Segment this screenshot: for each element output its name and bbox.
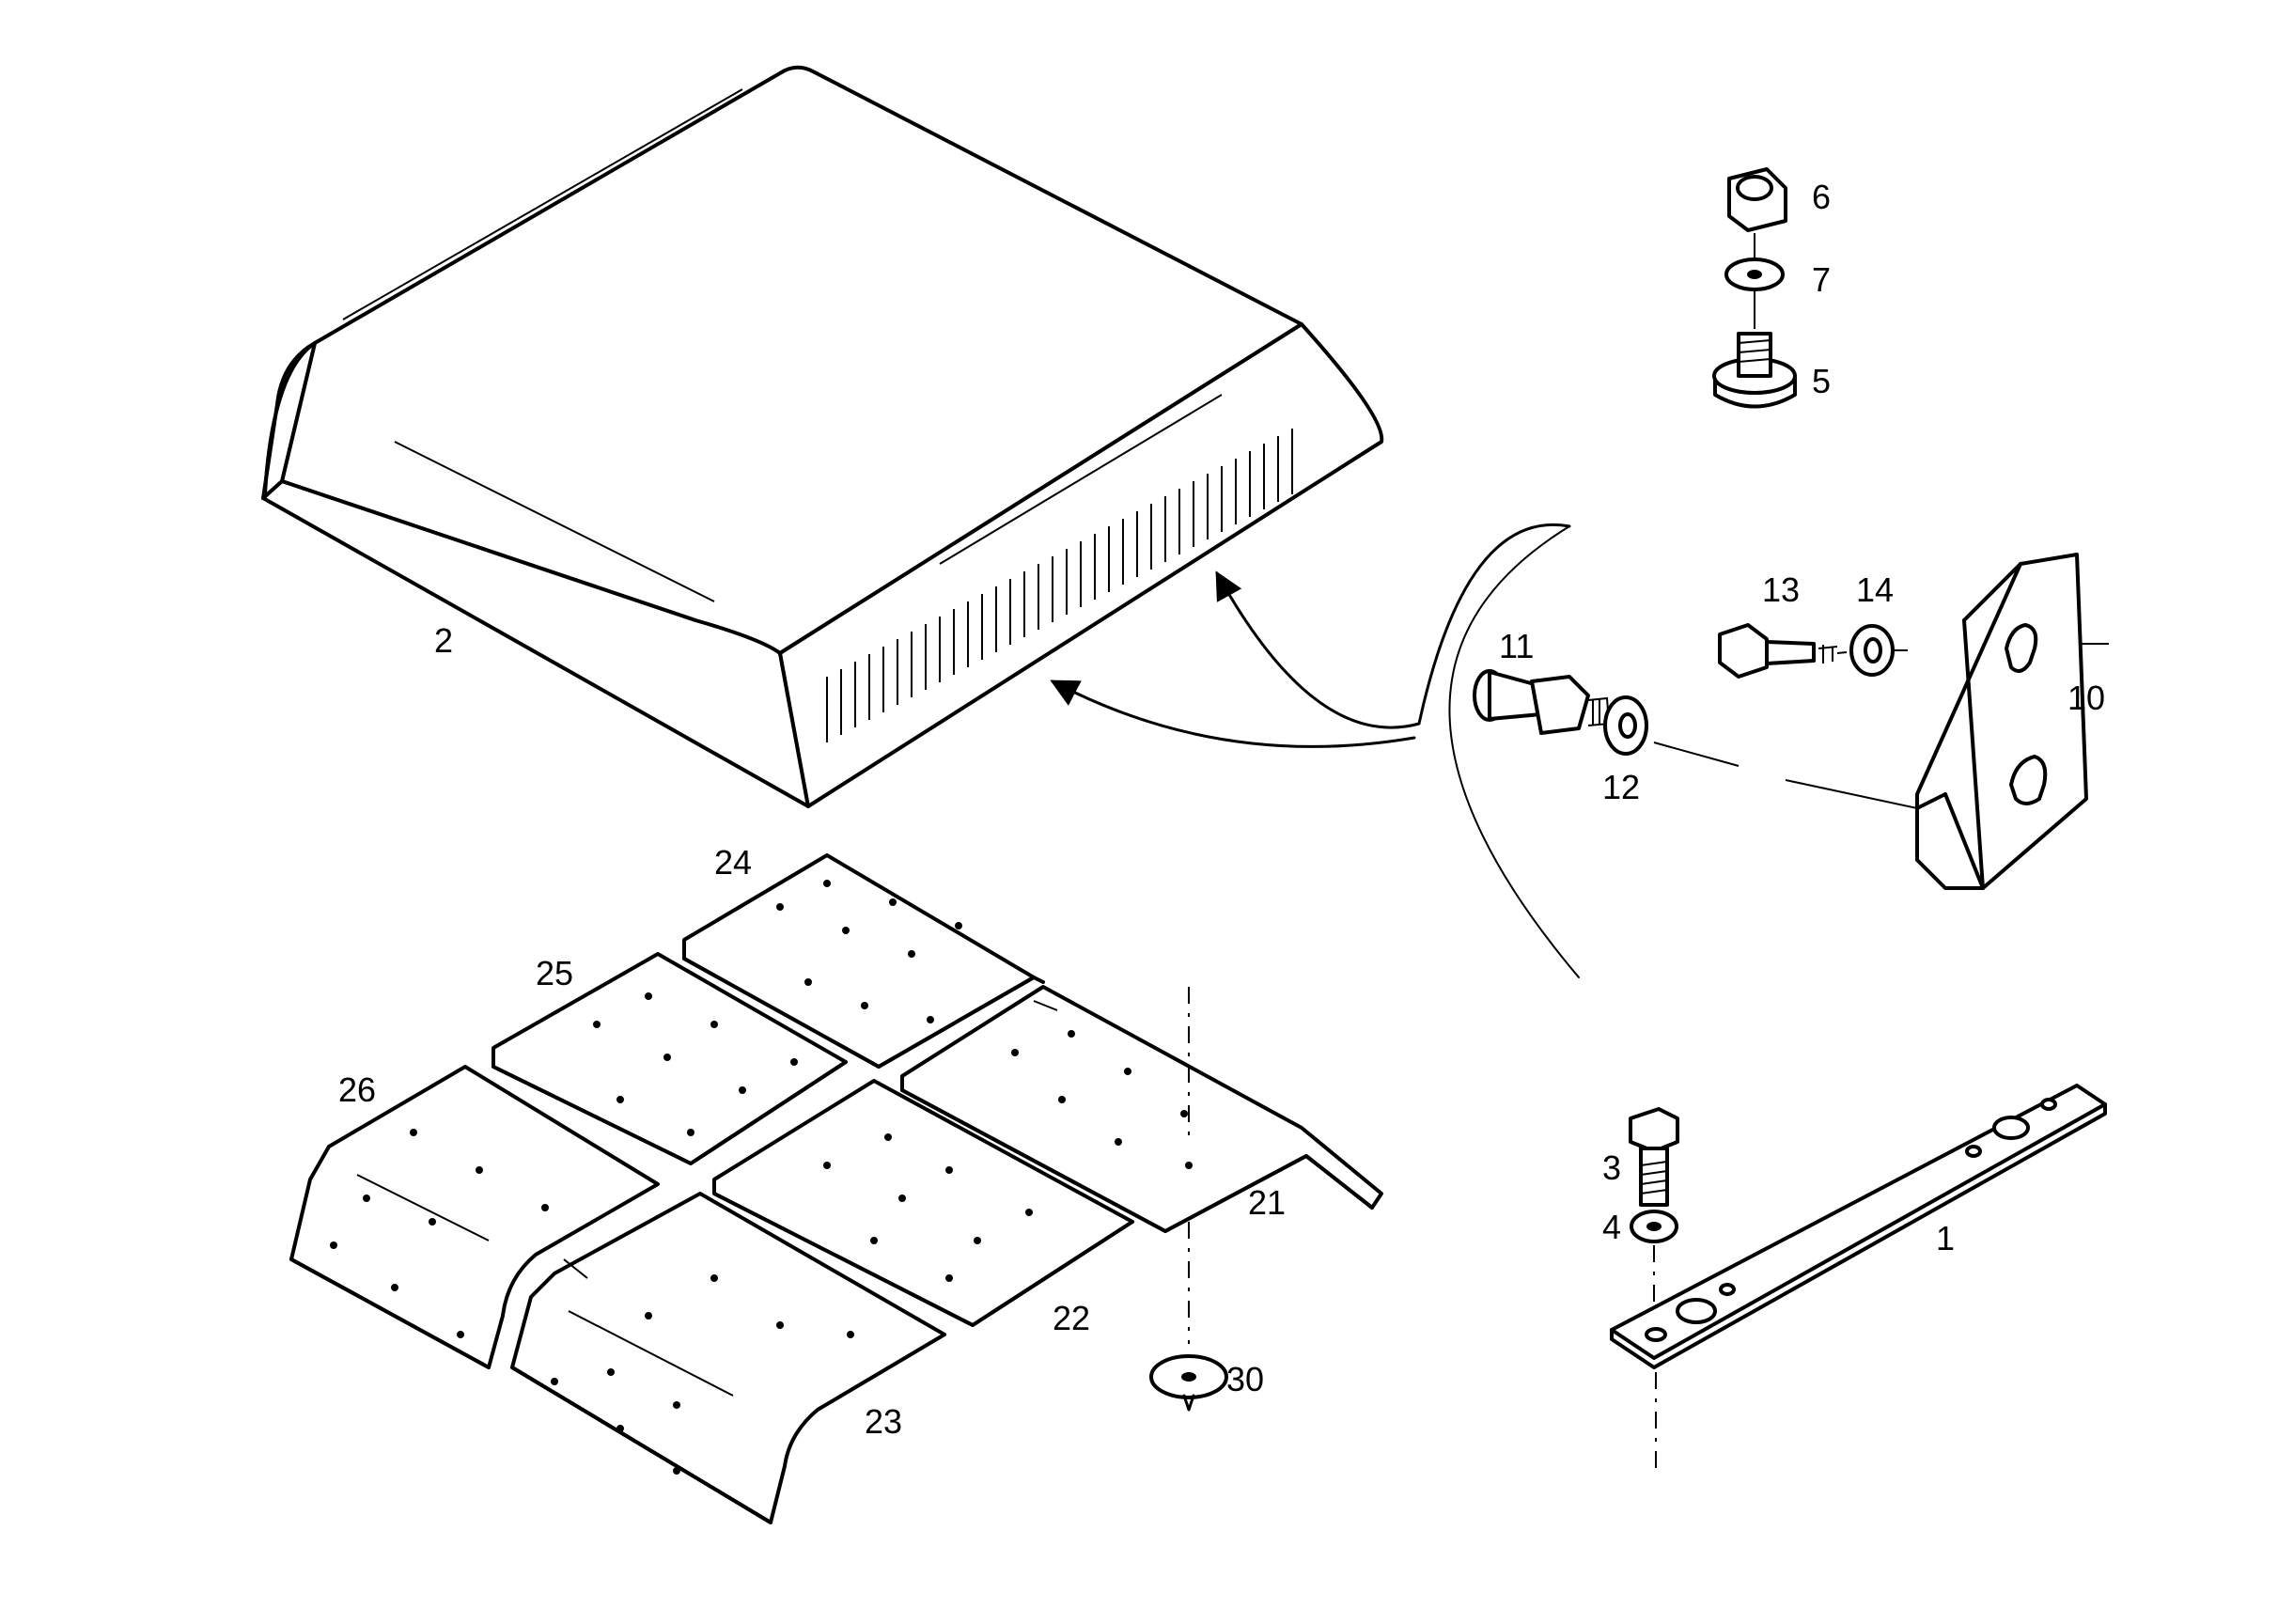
part-7-washer: 7	[1724, 258, 1831, 299]
part-12-washer: 12	[1602, 695, 1648, 806]
part-5-rubber-mount: 5	[1712, 332, 1831, 409]
label-21: 21	[1248, 1183, 1286, 1222]
label-6: 6	[1812, 178, 1831, 216]
part-3-bolt: 3	[1602, 1107, 1679, 1207]
label-26: 26	[338, 1070, 376, 1109]
label-25: 25	[536, 954, 573, 992]
vent-slots	[826, 429, 1293, 742]
part-2-cover: 2	[261, 65, 1384, 808]
label-11: 11	[1499, 627, 1534, 665]
label-2: 2	[434, 621, 453, 660]
label-23: 23	[865, 1402, 902, 1441]
label-10: 10	[2067, 679, 2105, 717]
plate-holes	[330, 880, 1193, 1475]
label-12: 12	[1602, 768, 1640, 806]
part-22-plate: 22	[712, 1079, 1134, 1337]
part-4-washer: 4	[1602, 1208, 1678, 1246]
part-24-plate: 24	[682, 843, 1045, 1069]
label-14: 14	[1856, 570, 1894, 609]
part-10-bracket: 10	[1915, 553, 2105, 890]
part-11-bolt: 11	[1473, 627, 1611, 735]
part-1-bar: 1	[1610, 1084, 2107, 1369]
part-21-plate: 21	[900, 985, 1383, 1233]
label-3: 3	[1602, 1148, 1621, 1187]
assembly-arrows	[1050, 523, 1580, 978]
label-4: 4	[1602, 1208, 1621, 1246]
part-30-stud: 30	[1149, 1354, 1264, 1412]
label-13: 13	[1762, 570, 1800, 609]
part-14-washer: 14	[1849, 570, 1895, 677]
label-1: 1	[1936, 1219, 1955, 1257]
label-24: 24	[714, 843, 752, 882]
part-23-plate: 23	[510, 1192, 946, 1524]
label-22: 22	[1053, 1299, 1090, 1337]
label-5: 5	[1812, 362, 1831, 400]
label-30: 30	[1226, 1360, 1264, 1398]
part-13-screw: 13	[1718, 570, 1838, 679]
part-26-plate: 26	[289, 1065, 660, 1369]
part-6-nut: 6	[1727, 167, 1831, 232]
label-7: 7	[1812, 260, 1831, 299]
